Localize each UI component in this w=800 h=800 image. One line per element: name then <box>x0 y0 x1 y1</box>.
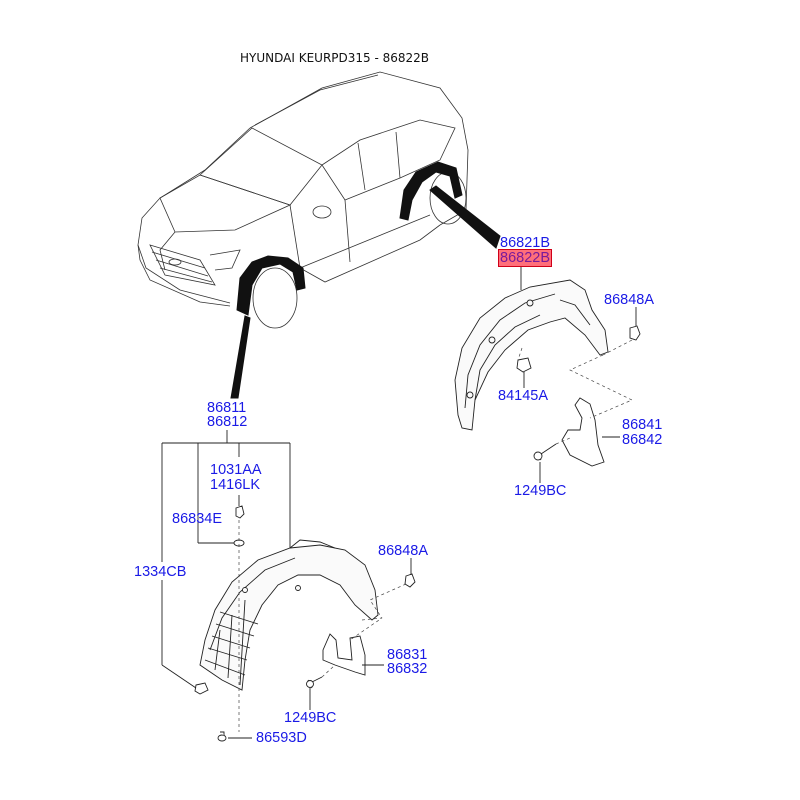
diagram-title: HYUNDAI KEURPD315 - 86822B <box>240 51 430 65</box>
part-label-rear-liner-lh[interactable]: 86821B <box>500 235 550 251</box>
car-illustration <box>137 71 469 329</box>
part-label-front-mudguard-lh[interactable]: 86831 <box>387 647 428 663</box>
part-label-front-side-clip[interactable]: 1334CB <box>134 564 187 580</box>
rear-wheel-liner <box>454 279 609 431</box>
part-label-front-liner-lh[interactable]: 86811 <box>207 400 247 416</box>
front-wheel-liner <box>199 539 379 691</box>
part-label-front-screw-a[interactable]: 1031AA <box>210 462 262 478</box>
part-label-front-mudguard-rh[interactable]: 86832 <box>387 661 428 677</box>
part-label-rear-liner-rh-highlighted[interactable]: 86822B <box>498 249 552 267</box>
front-leader-lines <box>161 430 412 739</box>
car-liner-highlights <box>230 161 501 399</box>
rear-dashed-lines <box>517 339 633 445</box>
part-label-front-screw[interactable]: 1249BC <box>284 710 337 726</box>
rear-leader-lines <box>520 267 637 483</box>
part-label-rear-nut[interactable]: 84145A <box>498 388 548 404</box>
part-label-front-clip[interactable]: 86848A <box>378 543 428 559</box>
part-label-rear-mudguard-rh[interactable]: 86842 <box>622 432 663 448</box>
part-label-rear-clip[interactable]: 86848A <box>604 292 654 308</box>
part-label-front-washer[interactable]: 86834E <box>172 511 222 527</box>
part-label-rear-screw[interactable]: 1249BC <box>514 483 567 499</box>
part-label-front-liner-rh[interactable]: 86812 <box>207 414 248 430</box>
front-dashed-lines <box>238 520 407 732</box>
part-label-front-bottom-clip[interactable]: 86593D <box>256 730 307 746</box>
front-hardware <box>194 505 416 742</box>
rear-hardware <box>516 325 641 467</box>
part-label-rear-mudguard-lh[interactable]: 86841 <box>622 417 663 433</box>
part-label-front-screw-b[interactable]: 1416LK <box>210 477 260 493</box>
